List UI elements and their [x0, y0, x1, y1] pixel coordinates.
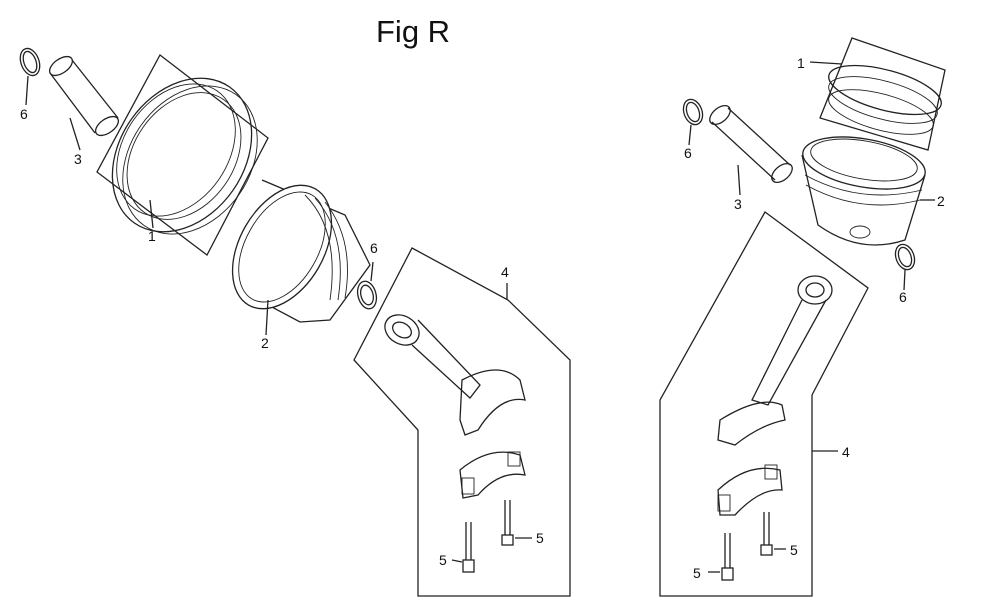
left-circlip-top	[19, 47, 41, 77]
left-callout-piston-pin: 3	[74, 151, 82, 167]
left-callout-ring-set: 1	[148, 228, 156, 244]
left-callout-bolt-2: 5	[439, 552, 447, 568]
left-callout-piston: 2	[261, 335, 269, 351]
left-rod-box	[353, 247, 571, 597]
left-callout-connecting-rod: 4	[501, 264, 509, 280]
left-ring-set	[96, 54, 269, 256]
right-callout-piston: 2	[937, 193, 945, 209]
right-piston-pin	[709, 104, 793, 184]
left-callout-circlip: 6	[20, 106, 28, 122]
right-callout-bolt-2: 5	[693, 565, 701, 581]
left-circlip-mid	[356, 280, 378, 310]
left-connecting-rod	[384, 314, 526, 436]
left-rod-cap	[459, 451, 526, 499]
left-piston-pin	[48, 55, 120, 137]
right-piston	[801, 136, 926, 246]
right-callout-piston-pin: 3	[734, 196, 742, 212]
left-callout-bolt-1: 5	[536, 530, 544, 546]
right-circlip-top	[682, 98, 704, 126]
right-connecting-rod	[717, 275, 833, 446]
right-callout-circlip: 6	[684, 145, 692, 161]
right-ring-set	[819, 37, 946, 151]
figure-title: Fig R	[376, 14, 451, 49]
right-rod-box	[659, 211, 869, 597]
right-callout-ring-set: 1	[797, 55, 805, 71]
right-bolt-1	[760, 512, 773, 556]
right-bolt-2	[721, 533, 734, 581]
right-callout-circlip-2: 6	[899, 289, 907, 305]
right-rod-cap	[717, 464, 783, 516]
right-callout-connecting-rod: 4	[842, 444, 850, 460]
right-callout-bolt-1: 5	[790, 542, 798, 558]
left-bolt-1	[501, 500, 514, 546]
right-circlip-mid	[894, 243, 916, 271]
left-bolt-2	[462, 522, 475, 573]
left-callout-circlip-2: 6	[370, 240, 378, 256]
left-piston	[231, 179, 371, 323]
